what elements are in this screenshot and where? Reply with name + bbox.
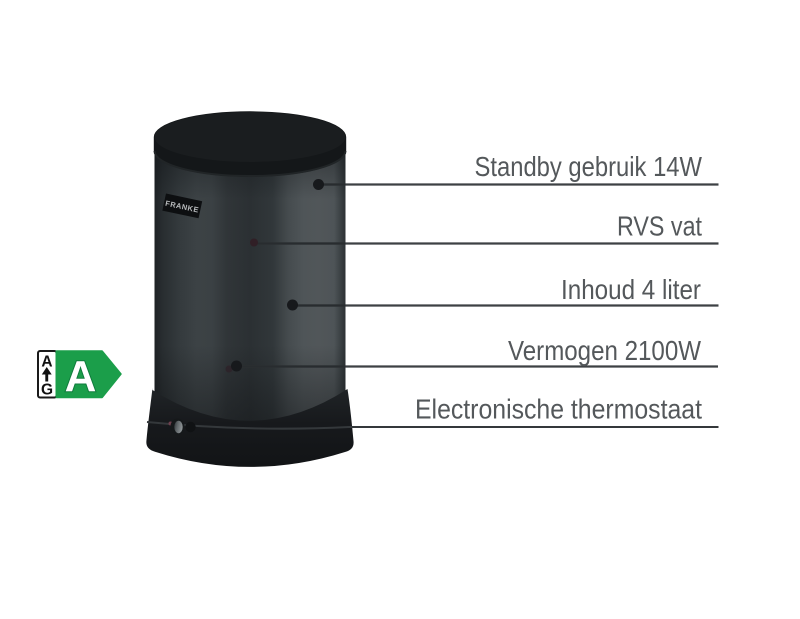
svg-text:G: G [41, 382, 53, 399]
svg-text:A: A [41, 354, 52, 371]
svg-text:Standby gebruik 14W: Standby gebruik 14W [475, 151, 703, 182]
svg-text:Electronische thermostaat: Electronische thermostaat [415, 394, 702, 425]
svg-text:A: A [65, 352, 97, 401]
svg-text:Vermogen 2100W: Vermogen 2100W [508, 335, 701, 366]
svg-text:Inhoud 4 liter: Inhoud 4 liter [561, 274, 701, 305]
svg-text:RVS vat: RVS vat [617, 211, 702, 242]
